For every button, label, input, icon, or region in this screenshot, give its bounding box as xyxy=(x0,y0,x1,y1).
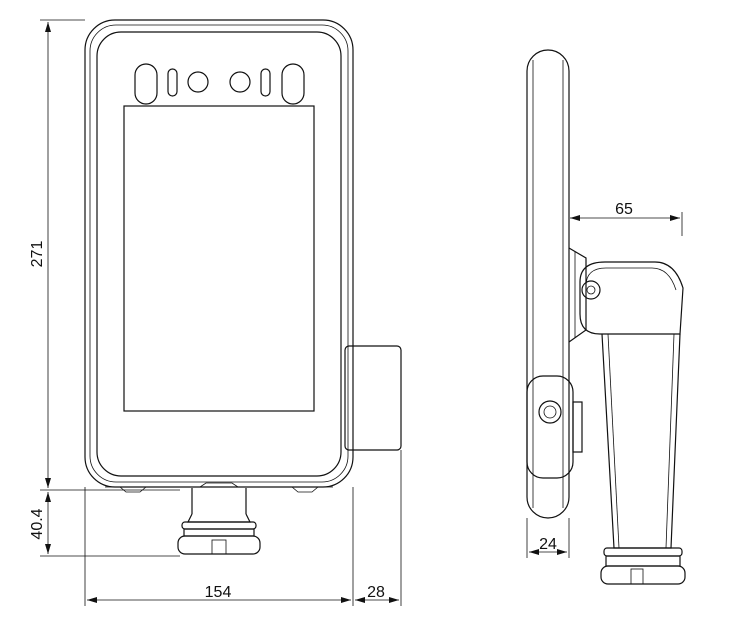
front-dimensions: 271 40.4 154 28 xyxy=(29,19,402,606)
dim-label-arm-offset: 65 xyxy=(615,201,633,218)
sensor-slot-left xyxy=(134,63,158,105)
side-arm-head xyxy=(579,261,684,335)
front-screen xyxy=(123,105,315,412)
dim-label-width-front: 154 xyxy=(205,584,232,601)
bottom-notches xyxy=(105,482,333,493)
camera-lens-left xyxy=(187,71,209,93)
side-lower-clip xyxy=(526,375,574,479)
sensor-slot-right-small xyxy=(260,68,271,97)
side-arm-pivot xyxy=(581,280,601,300)
side-base xyxy=(600,547,686,585)
side-clip-front xyxy=(344,345,402,451)
front-housing-inner xyxy=(89,24,349,483)
front-stand xyxy=(177,488,261,555)
side-rear-mount xyxy=(568,247,587,343)
sensor-slot-right xyxy=(281,63,305,105)
sensor-row xyxy=(134,63,305,105)
front-bezel xyxy=(96,31,342,477)
dim-label-height-base: 40.4 xyxy=(29,508,46,539)
sensor-slot-left-small xyxy=(167,68,178,97)
front-housing-outer xyxy=(84,19,354,488)
dim-label-height-main: 271 xyxy=(29,241,46,268)
side-view xyxy=(526,49,686,585)
dim-label-depth-clip: 28 xyxy=(367,584,385,601)
front-view xyxy=(84,19,402,555)
side-dimensions: 65 24 xyxy=(526,201,683,558)
dim-label-side-depth: 24 xyxy=(539,536,557,553)
camera-lens-right xyxy=(229,71,251,93)
side-clip-screw xyxy=(538,400,562,424)
front-base xyxy=(177,535,261,555)
side-body xyxy=(526,49,570,519)
